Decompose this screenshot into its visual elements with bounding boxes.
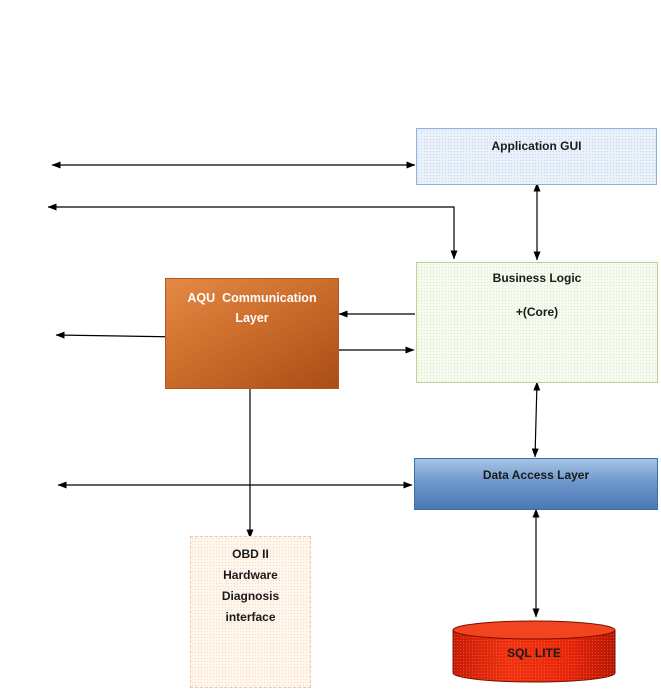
sqlite-label: SQL LITE [507, 646, 561, 660]
sqlite-cylinder [452, 620, 616, 683]
arrow-business-logic-left [47, 203, 458, 260]
application-gui-box: Application GUI [416, 128, 657, 185]
aqu-layer-label-line-1: AQU Communication [187, 291, 317, 305]
business-logic-label: Business Logic [492, 271, 582, 285]
application-gui-label: Application GUI [491, 139, 582, 153]
aqu-communication-layer-box: AQU Communication Layer [165, 278, 339, 389]
data-access-layer-box: Data Access Layer [414, 458, 658, 510]
arrow-left-aqu-layer [55, 331, 183, 341]
obd-label-line-3: Diagnosis [221, 589, 280, 603]
aqu-layer-label-line-2: Layer [235, 311, 269, 325]
obd-interface-box: OBD II Hardware Diagnosis interface [190, 536, 311, 688]
business-logic-box: Business Logic +(Core) [416, 262, 658, 383]
arrow-business-logic-data-access [531, 381, 541, 458]
obd-label-line-2: Hardware [223, 568, 278, 582]
business-logic-core-label: +(Core) [515, 305, 559, 319]
data-access-layer-label: Data Access Layer [482, 468, 590, 482]
obd-label-line-1: OBD II [232, 547, 269, 561]
obd-label-line-4: interface [225, 610, 276, 624]
